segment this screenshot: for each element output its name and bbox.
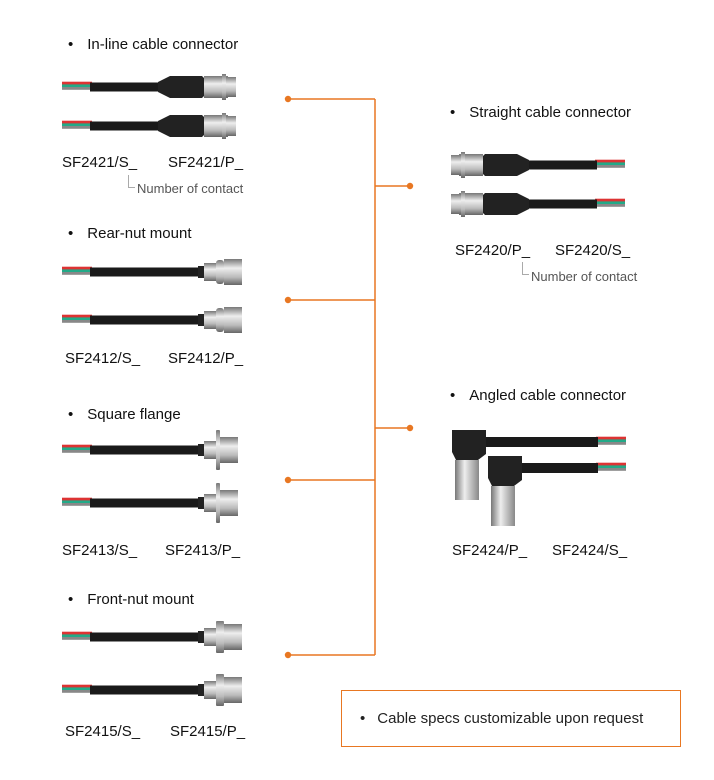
connector-sf2415-p <box>62 674 242 706</box>
connector-sf2424-p <box>452 430 626 500</box>
branch-dot <box>284 296 292 304</box>
note-bracket <box>522 262 529 275</box>
code-sf2420-p: SF2420/P_ <box>455 242 531 259</box>
connector-sf2421-p <box>62 113 236 139</box>
group-title-angled: Angled cable connector <box>450 387 626 404</box>
branch-dot <box>284 95 292 103</box>
code-sf2424-p: SF2424/P_ <box>452 542 528 559</box>
connector-sf2413-s <box>62 430 238 470</box>
connector-sf2420-p <box>451 152 625 178</box>
note-bracket <box>128 175 135 188</box>
code-sf2412-s: SF2412/S_ <box>65 350 141 367</box>
connector-sf2415-s <box>62 621 242 653</box>
connector-sf2412-p <box>62 307 242 333</box>
connector-sf2424-s <box>488 456 626 526</box>
connector-sf2413-p <box>62 483 238 523</box>
branch-dot <box>284 651 292 659</box>
code-sf2421-s: SF2421/S_ <box>62 154 138 171</box>
note-number-of-contact: Number of contact <box>137 181 244 196</box>
code-sf2415-p: SF2415/P_ <box>170 723 246 740</box>
group-title-rear-nut: Rear-nut mount <box>68 225 191 242</box>
code-sf2424-s: SF2424/S_ <box>552 542 628 559</box>
connector-sf2420-s <box>451 191 625 217</box>
branch-dot <box>406 182 414 190</box>
connector-tree-lines <box>284 95 414 659</box>
code-sf2420-s: SF2420/S_ <box>555 242 631 259</box>
code-sf2415-s: SF2415/S_ <box>65 723 141 740</box>
code-sf2413-s: SF2413/S_ <box>62 542 138 559</box>
connector-sf2412-s <box>62 259 242 285</box>
code-sf2421-p: SF2421/P_ <box>168 154 244 171</box>
group-title-front-nut: Front-nut mount <box>68 591 194 608</box>
connector-sf2421-s <box>62 74 236 100</box>
code-sf2412-p: SF2412/P_ <box>168 350 244 367</box>
group-title-square-flange: Square flange <box>68 406 180 423</box>
note-number-of-contact: Number of contact <box>531 269 638 284</box>
custom-spec-note-box: Cable specs customizable upon request <box>341 690 681 747</box>
branch-dot <box>406 424 414 432</box>
group-title-inline: In-line cable connector <box>68 36 238 53</box>
code-sf2413-p: SF2413/P_ <box>165 542 241 559</box>
custom-spec-note: Cable specs customizable upon request <box>360 710 643 727</box>
branch-dot <box>284 476 292 484</box>
group-title-straight: Straight cable connector <box>450 104 631 121</box>
